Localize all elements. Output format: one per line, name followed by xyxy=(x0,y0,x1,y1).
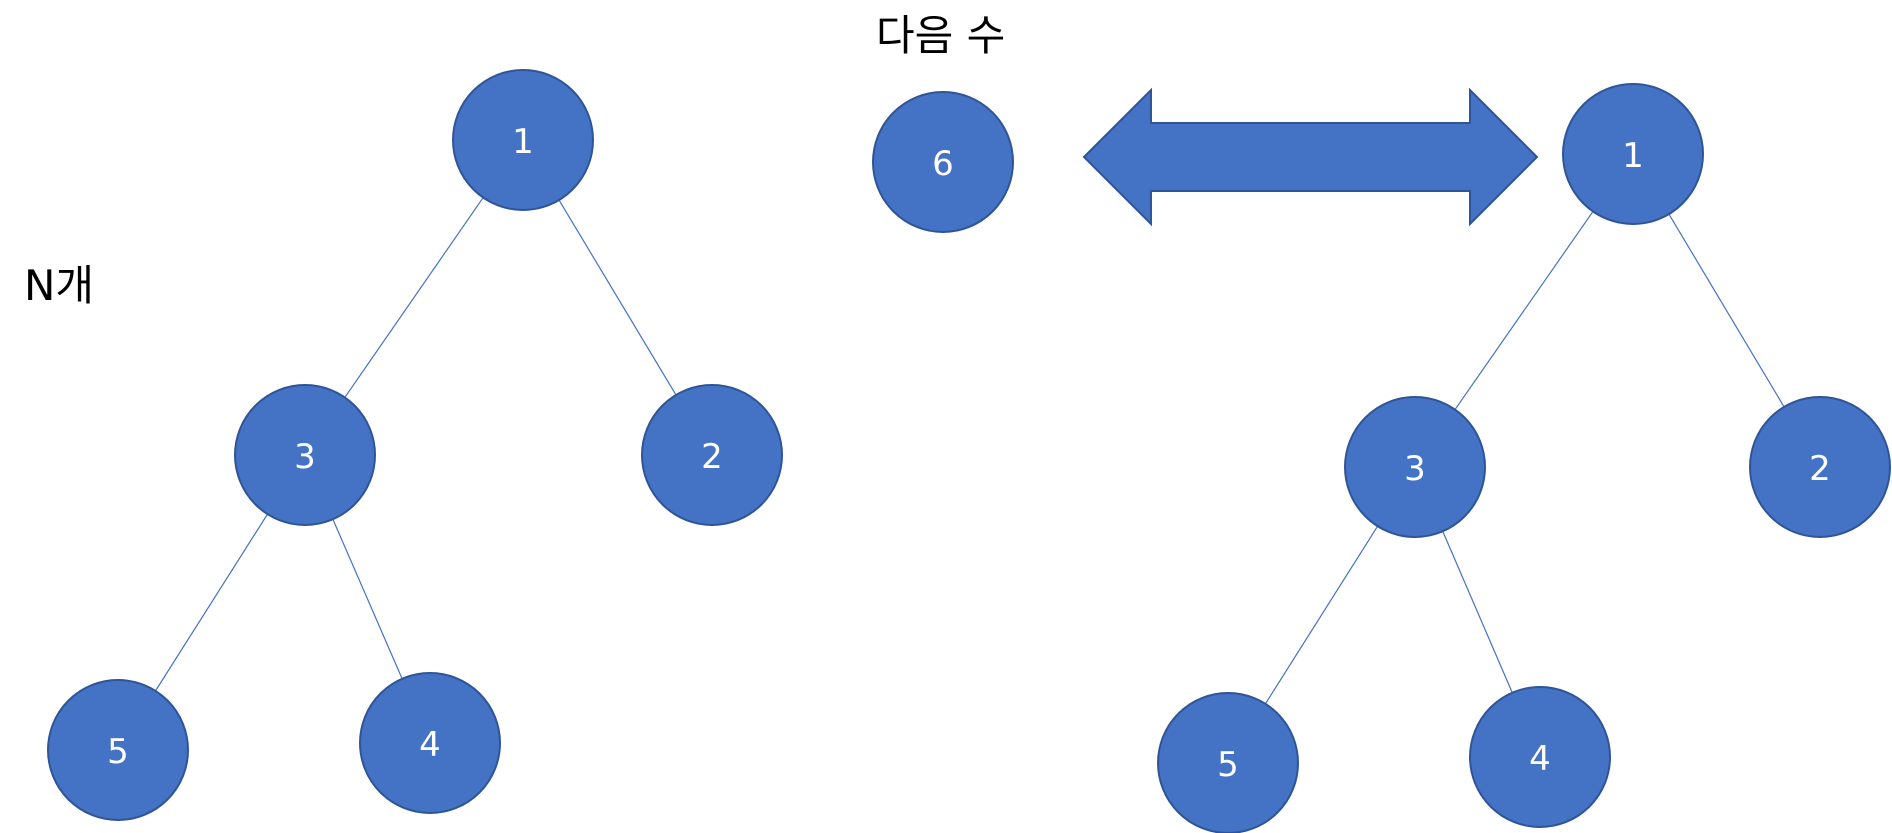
left-tree-node-circle-2 xyxy=(641,384,783,526)
n-count-label: N개 xyxy=(24,261,94,310)
right-tree-edge-3-5 xyxy=(1264,525,1379,705)
left-tree-node-circle-1 xyxy=(452,69,594,211)
left-tree-edge-1-2 xyxy=(558,199,677,396)
left-tree-node-2: 2 xyxy=(641,384,783,526)
nodes-layer: 1 3 2 5 4 1 3 2 5 4 xyxy=(47,69,1891,833)
left-tree-edge-1-3 xyxy=(344,197,484,398)
next-node: 6 xyxy=(872,91,1014,233)
right-tree-node-label-2: 2 xyxy=(1809,449,1831,489)
right-tree-edge-1-3 xyxy=(1454,211,1594,410)
left-tree-edge-3-4 xyxy=(332,518,403,680)
next-node-circle xyxy=(872,91,1014,233)
left-tree-node-label-2: 2 xyxy=(701,437,723,477)
right-tree-node-circle-5 xyxy=(1157,692,1299,833)
right-tree-node-4: 4 xyxy=(1469,686,1611,828)
left-tree-node-label-4: 4 xyxy=(419,725,441,765)
right-tree-node-label-1: 1 xyxy=(1622,136,1644,176)
left-tree-node-label-5: 5 xyxy=(107,732,129,772)
right-tree-node-2: 2 xyxy=(1749,396,1891,538)
right-tree-node-circle-2 xyxy=(1749,396,1891,538)
right-tree-node-label-3: 3 xyxy=(1404,449,1426,489)
right-tree-node-5: 5 xyxy=(1157,692,1299,833)
right-tree-node-3: 3 xyxy=(1344,396,1486,538)
left-tree-node-5: 5 xyxy=(47,679,189,821)
right-tree-node-label-5: 5 xyxy=(1217,745,1239,785)
right-tree-edge-3-4 xyxy=(1442,531,1513,693)
left-tree-node-1: 1 xyxy=(452,69,594,211)
left-tree-node-3: 3 xyxy=(234,384,376,526)
left-tree-node-circle-5 xyxy=(47,679,189,821)
right-tree-node-circle-1 xyxy=(1562,83,1704,225)
right-tree-node-1: 1 xyxy=(1562,83,1704,225)
edges-layer xyxy=(154,197,1785,705)
left-tree-edge-3-5 xyxy=(154,513,269,692)
right-tree-edge-1-2 xyxy=(1668,213,1785,408)
right-tree-node-label-4: 4 xyxy=(1529,739,1551,779)
right-tree-node-circle-3 xyxy=(1344,396,1486,538)
left-tree-node-label-1: 1 xyxy=(512,122,534,162)
left-tree-node-4: 4 xyxy=(359,672,501,814)
left-tree-node-label-3: 3 xyxy=(294,437,316,477)
double-arrow-icon xyxy=(1082,87,1539,227)
next-node-label: 6 xyxy=(932,144,954,184)
left-tree-node-circle-4 xyxy=(359,672,501,814)
left-tree-node-circle-3 xyxy=(234,384,376,526)
right-tree-node-circle-4 xyxy=(1469,686,1611,828)
next-number-label: 다음 수 xyxy=(876,11,1005,60)
